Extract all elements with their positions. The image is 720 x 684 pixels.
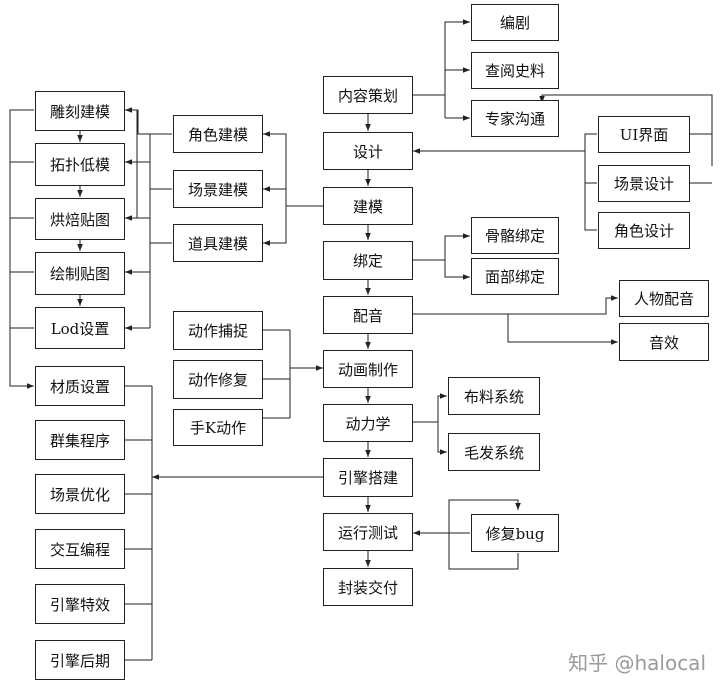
node-ui-design: UI界面 [598,116,690,153]
node-interaction-programming: 交互编程 [35,529,125,569]
node-packaging-delivery: 封装交付 [323,568,413,606]
node-prop-modeling: 道具建模 [173,224,263,262]
node-historical-research: 查阅史料 [471,52,559,89]
node-script-writing: 编剧 [471,4,559,41]
node-character-modeling: 角色建模 [173,115,263,153]
node-dynamics: 动力学 [323,404,413,442]
node-run-testing: 运行测试 [323,513,413,551]
node-paint-textures: 绘制贴图 [35,252,125,295]
node-sculpt-modeling: 雕刻建模 [35,91,125,131]
node-fix-bug: 修复bug [471,514,559,552]
node-engine-setup: 引擎搭建 [323,458,413,497]
node-hair-system: 毛发系统 [448,433,540,471]
node-expert-consult: 专家沟通 [471,100,559,137]
node-cloth-system: 布料系统 [448,377,540,415]
node-facial-rigging: 面部绑定 [471,258,559,295]
node-hand-keyframe: 手K动作 [173,409,263,446]
node-design: 设计 [323,132,413,170]
node-crowd-program: 群集程序 [35,420,125,460]
node-scene-modeling: 场景建模 [173,170,263,208]
watermark: 知乎 @halocal [568,651,706,675]
node-retopology: 拓扑低模 [35,143,125,186]
node-modeling: 建模 [323,187,413,225]
node-voiceover: 配音 [323,296,413,334]
node-engine-post: 引擎后期 [35,640,125,680]
node-sound-effects: 音效 [619,323,709,361]
node-lod-settings: Lod设置 [35,307,125,349]
node-rigging: 绑定 [323,241,413,280]
node-character-dubbing: 人物配音 [619,280,709,317]
node-scene-optimization: 场景优化 [35,474,125,514]
node-content-planning: 内容策划 [323,76,413,114]
node-bake-textures: 烘焙贴图 [35,198,125,240]
node-material-settings: 材质设置 [35,366,125,406]
node-scene-design: 场景设计 [598,165,690,202]
node-motion-capture: 动作捕捉 [173,311,263,350]
node-motion-repair: 动作修复 [173,360,263,399]
node-skeleton-rigging: 骨骼绑定 [471,217,559,254]
node-engine-effects: 引擎特效 [35,584,125,624]
node-animation: 动画制作 [323,350,413,388]
node-character-design: 角色设计 [598,212,690,249]
